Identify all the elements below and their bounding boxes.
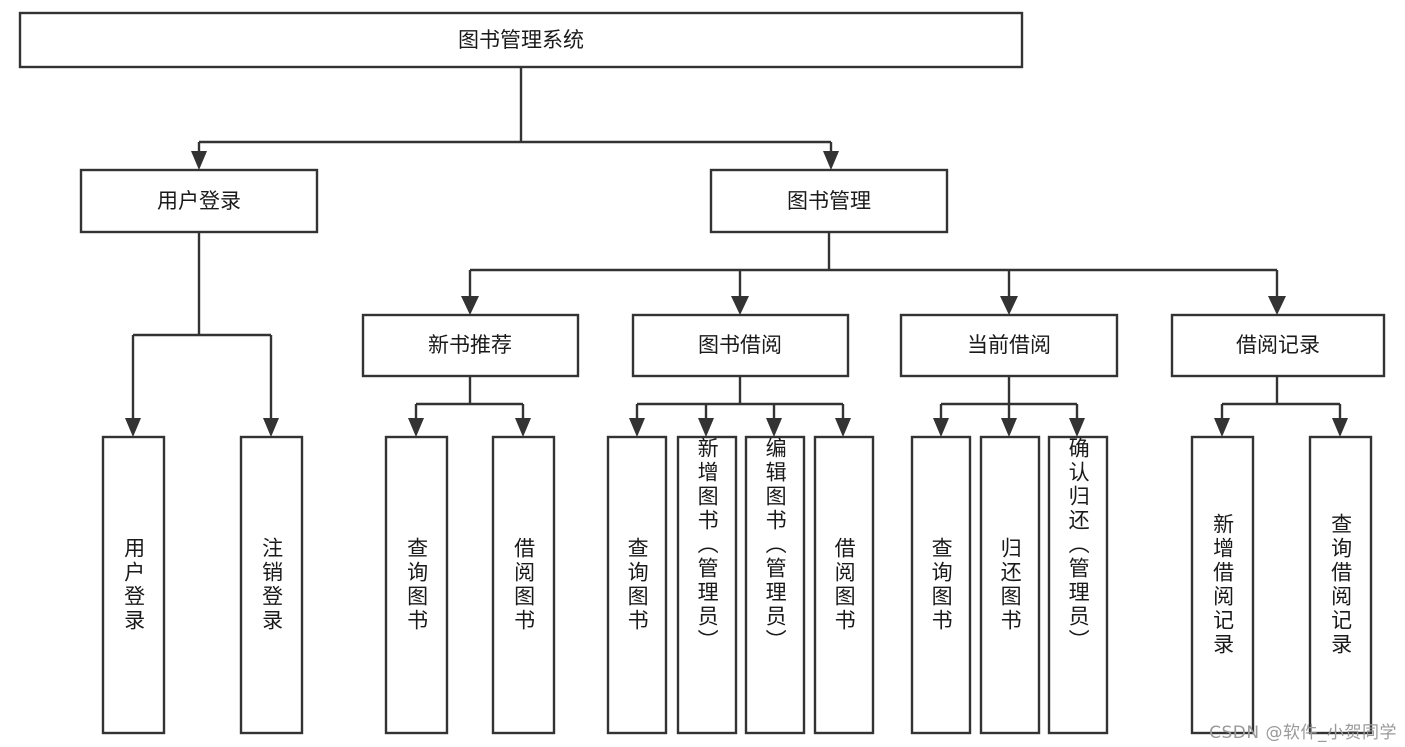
connector-user-login-to-leaves	[125, 232, 279, 437]
node-label-current-borrow: 当前借阅	[967, 333, 1051, 357]
leaf-box-borrow-record-0[interactable]	[1190, 435, 1255, 735]
node-label-borrow-record: 借阅记录	[1236, 333, 1320, 357]
connector-borrow-record-to-leaves	[1214, 376, 1348, 437]
connector-current-borrow-to-leaves	[933, 376, 1085, 437]
arrow-head-icon	[1069, 418, 1085, 437]
node-label-book-borrow: 图书借阅	[698, 333, 782, 357]
leaf-box-current-borrow-1[interactable]	[979, 435, 1041, 735]
connector-new-book-to-leaves	[408, 376, 531, 437]
node-root-book-management-system[interactable]: 图书管理系统	[18, 11, 1024, 69]
arrow-head-icon	[1001, 418, 1017, 437]
connector-book-manage-to-level3	[461, 232, 1286, 315]
leaf-box-current-borrow-0[interactable]	[910, 435, 972, 735]
node-label-user-login: 用户登录	[157, 189, 241, 213]
leaf-box-book-borrow-3[interactable]	[813, 435, 875, 735]
arrow-head-icon	[515, 418, 531, 437]
node-label-new-book-recommend: 新书推荐	[428, 333, 512, 357]
node-user-login[interactable]: 用户登录	[79, 168, 319, 234]
arrow-head-icon	[766, 418, 782, 437]
connector-book-borrow-to-leaves	[629, 376, 851, 437]
leaf-box-book-borrow-2[interactable]	[744, 435, 806, 735]
leaf-box-new-book-0[interactable]	[384, 435, 449, 735]
arrow-head-icon	[1332, 418, 1348, 437]
arrow-head-icon	[1214, 418, 1230, 437]
arrow-head-icon	[1000, 296, 1018, 315]
arrow-head-icon	[823, 151, 839, 170]
arrow-head-icon	[698, 418, 714, 437]
node-label-root: 图书管理系统	[458, 28, 584, 52]
arrow-head-icon	[191, 151, 207, 170]
leaf-box-book-borrow-0[interactable]	[606, 435, 668, 735]
connector-root-to-level2	[191, 67, 839, 170]
leaf-box-new-book-1[interactable]	[491, 435, 556, 735]
arrow-head-icon	[629, 418, 645, 437]
arrow-head-icon	[835, 418, 851, 437]
leaf-box-user-login-1[interactable]	[239, 435, 304, 735]
node-book-management[interactable]: 图书管理	[709, 168, 949, 234]
arrow-head-icon	[125, 418, 141, 437]
leaf-box-user-login-0[interactable]	[101, 435, 166, 735]
leaf-box-current-borrow-2[interactable]	[1047, 435, 1109, 735]
arrow-head-icon	[461, 296, 479, 315]
node-new-book-recommend[interactable]: 新书推荐	[361, 313, 580, 378]
leaf-box-borrow-record-1[interactable]	[1308, 435, 1373, 735]
arrow-head-icon	[408, 418, 424, 437]
node-label-book-management: 图书管理	[787, 189, 871, 213]
arrow-head-icon	[1268, 296, 1286, 315]
watermark-text: CSDN @软件_小贺同学	[1209, 723, 1397, 743]
leaf-box-book-borrow-1[interactable]	[676, 435, 738, 735]
arrow-head-icon	[933, 418, 949, 437]
node-current-borrow[interactable]: 当前借阅	[899, 313, 1119, 378]
node-borrow-record[interactable]: 借阅记录	[1170, 313, 1386, 378]
arrow-head-icon	[731, 296, 749, 315]
node-book-borrow[interactable]: 图书借阅	[631, 313, 850, 378]
arrow-head-icon	[263, 418, 279, 437]
